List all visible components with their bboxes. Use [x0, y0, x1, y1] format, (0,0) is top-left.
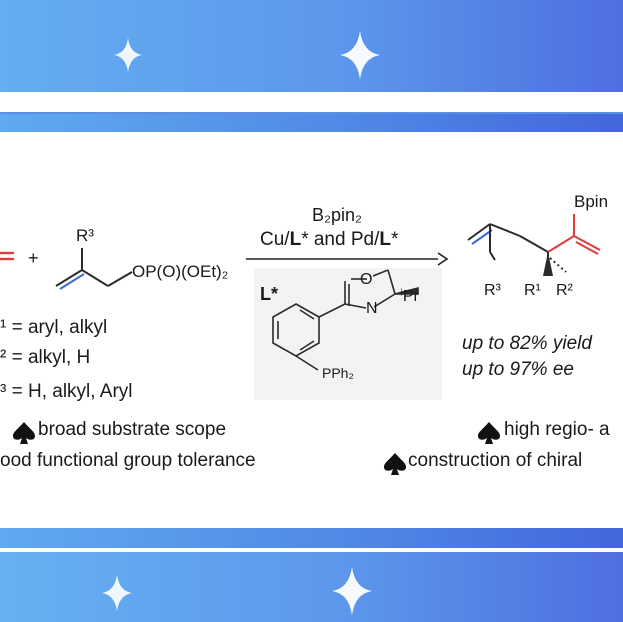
ligand-structure: [272, 269, 419, 371]
feature-chiral: construction of chiral: [408, 450, 583, 471]
sparkle-icon: [332, 566, 372, 616]
substituent-r1: ¹ = aryl, alkyl: [0, 317, 108, 338]
bottom-white-strip: [0, 548, 623, 552]
top-white-strip: [0, 92, 623, 114]
stereo-wedge: [543, 252, 553, 276]
catalyst-cu: Cu/: [260, 229, 290, 250]
sparkle-icon: [340, 30, 380, 80]
substituent-r2: ² = alkyl, H: [0, 347, 91, 368]
catalyst-ligand-1: L: [289, 229, 302, 250]
bottom-blue-strip: [0, 528, 623, 548]
catalyst-pd: * and Pd/: [301, 229, 380, 250]
top-thin-white-strip: [0, 132, 623, 148]
product-bpin: Bpin: [574, 192, 609, 211]
bottom-gradient-band: [0, 552, 623, 622]
reaction-arrow: [246, 252, 449, 266]
sparkle-icon: [102, 574, 132, 612]
spade-icon: [384, 453, 406, 475]
spade-icon: [13, 422, 35, 444]
substituent-r3: ³ = H, alkyl, Aryl: [0, 381, 133, 402]
allyl-phosphate-structure: [55, 248, 133, 290]
ee-result: up to 97% ee: [462, 359, 574, 380]
reagent-b2pin2: B₂pin₂: [312, 205, 363, 225]
ligand-oxygen: O: [360, 271, 373, 288]
reaction-scheme: [0, 214, 601, 475]
catalyst-star: *: [390, 229, 399, 250]
top-gradient-band: [0, 0, 623, 92]
spade-icon: [478, 422, 500, 444]
product-r2: R²: [556, 282, 573, 299]
sparkle-icon: [114, 38, 142, 72]
ligand-label: L*: [260, 284, 278, 304]
product-r3: R³: [484, 282, 501, 299]
ligand-nitrogen: N: [366, 300, 378, 317]
phosphate-label: OP(O)(OEt)₂: [132, 262, 229, 281]
reactant-r3-label: R³: [76, 226, 94, 245]
product-r1: R¹: [524, 282, 541, 299]
feature-substrate-scope: broad substrate scope: [38, 419, 227, 440]
top-blue-strip: [0, 114, 623, 132]
ligand-ipr: ⁱPr: [400, 288, 419, 305]
alkene-fragment: [0, 251, 14, 261]
catalyst-ligand-2: L: [379, 229, 391, 250]
plus-sign: +: [28, 248, 39, 268]
catalyst-system: Cu/L* and Pd/L*: [260, 229, 398, 251]
product-structure: [467, 214, 601, 276]
yield-result: up to 82% yield: [462, 333, 592, 354]
feature-regio: high regio- a: [504, 419, 610, 440]
ligand-pph2: PPh₂: [322, 365, 354, 381]
feature-functional-group: ood functional group tolerance: [0, 450, 256, 471]
